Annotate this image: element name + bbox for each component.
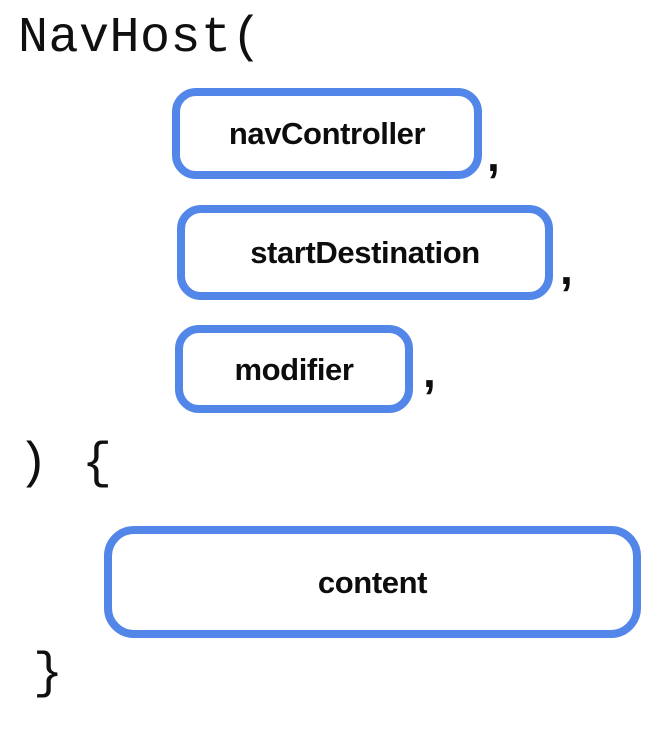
param-chip-startdestination[interactable]: startDestination [177,205,553,300]
param-chip-modifier[interactable]: modifier [175,325,413,413]
code-token-close-paren: ) [18,436,49,493]
param-chip-startdestination-label: startDestination [250,235,480,270]
lambda-body-chip-content[interactable]: content [104,526,641,638]
param-chip-navcontroller-label: navController [228,116,426,151]
code-token-close-brace: } [33,646,64,703]
param-chip-modifier-label: modifier [234,351,354,387]
param-separator-comma-1: , [487,129,500,181]
param-chip-navcontroller[interactable]: navController [172,88,482,179]
code-token-open-brace: { [82,436,113,493]
param-separator-comma-2: , [560,242,573,294]
code-token-navhost-open: NavHost( [18,10,263,67]
lambda-body-chip-content-label: content [317,564,428,600]
param-separator-comma-3: , [423,345,436,397]
